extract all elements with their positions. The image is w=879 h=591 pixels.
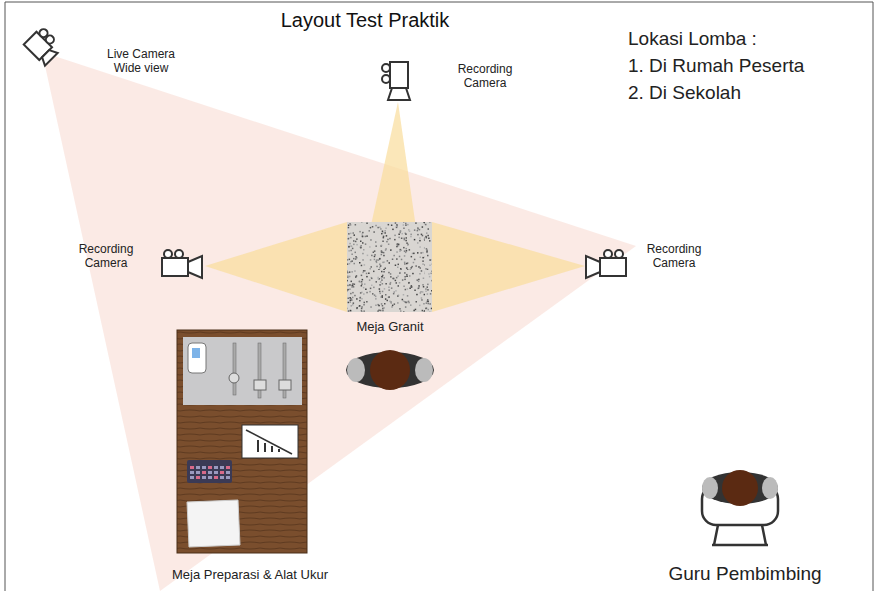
live-camera-icon [24, 26, 64, 66]
calculator [187, 460, 232, 483]
table-node: Meja Granit [310, 222, 470, 334]
prep-table [177, 330, 307, 553]
location-item: 2. Di Sekolah [628, 82, 868, 105]
granite-table [347, 222, 432, 312]
paper-sheet [187, 500, 240, 547]
wide-view-beam [42, 52, 636, 591]
camera-label: Recording Camera [62, 242, 150, 271]
location-item: 1. Di Rumah Peserta [628, 55, 868, 78]
contestant-figure [346, 350, 434, 390]
camera-label: Recording Camera [630, 242, 718, 271]
table-label: Meja Granit [310, 319, 470, 335]
recording-camera-icon [586, 250, 626, 278]
camera-label: Recording Camera [440, 62, 530, 91]
frame [5, 2, 873, 591]
recording-camera-icon [382, 62, 410, 100]
measuring-tools [188, 343, 291, 398]
teacher-figure [702, 470, 778, 545]
recording-camera-icon [162, 250, 202, 278]
chart-card [242, 425, 298, 458]
diagram-title: Layout Test Praktik [240, 8, 490, 32]
teacher-label: Guru Pembimbing [620, 563, 870, 586]
camera-label: Live Camera Wide view [96, 47, 186, 76]
camera-beam [432, 222, 585, 312]
table-label: Meja Preparasi & Alat Ukur [120, 567, 380, 583]
tool-tray [183, 337, 302, 405]
camera-beam [205, 222, 347, 312]
location-heading: Lokasi Lomba : [628, 28, 868, 51]
table-node: Meja Preparasi & Alat Ukur [120, 330, 380, 588]
